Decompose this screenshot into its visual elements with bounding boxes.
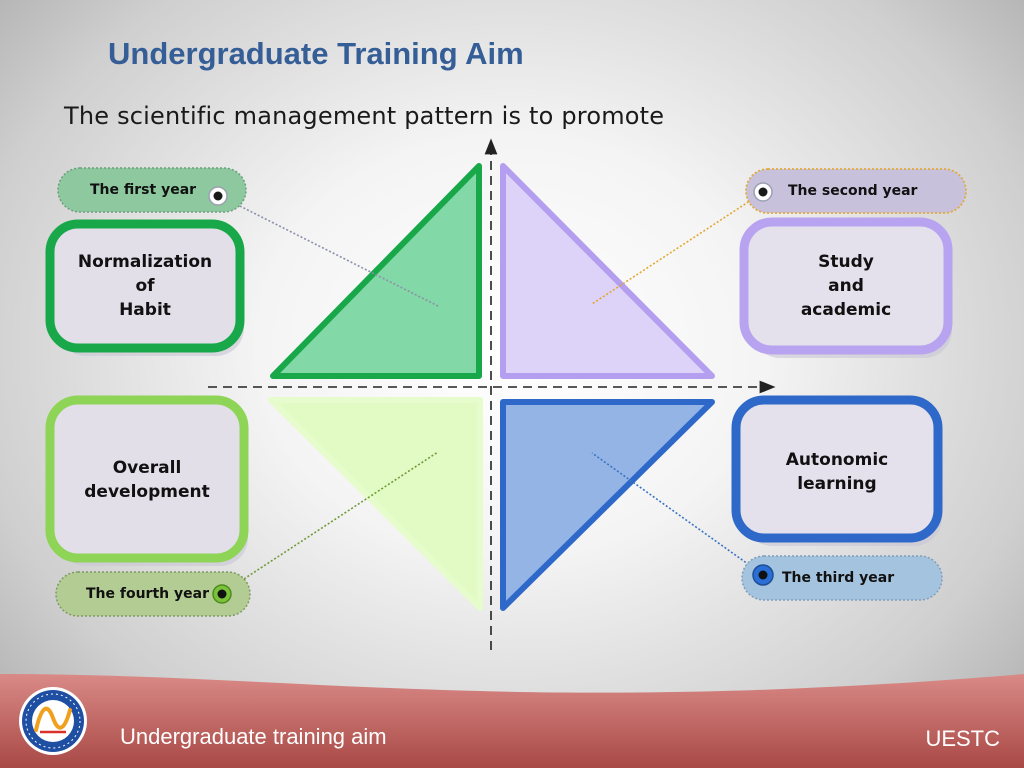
second-year-bullet-icon [753,182,773,202]
fourth-year-bullet-icon [212,584,232,604]
first-year-pill [57,167,247,213]
footer-caption: Undergraduate training aim [120,724,387,749]
third-year-label: The third year [782,570,895,586]
third-year-triangle [500,399,715,611]
footer-org: UESTC [925,726,1000,751]
third-year-bullet-icon [752,564,774,586]
page-title: Undergraduate Training Aim [108,36,524,71]
subtitle: The scientific management pattern is to … [64,102,665,130]
second-year-aim-box [739,217,953,358]
fourth-year-aim-box [45,395,249,566]
school-seal-icon [19,687,87,755]
footer-band [0,674,1024,768]
third-year-aim-text: Autonomic learning [785,450,889,494]
fourth-year-pill [55,571,251,617]
second-year-pill [745,168,967,214]
first-year-aim-text: Normalization of Habit [77,252,213,320]
second-year-label: The second year [788,183,918,199]
second-year-aim-text: Study and academic [800,252,892,320]
first-year-bullet-icon [208,186,228,206]
fourth-year-triangle [268,397,483,611]
fourth-year-aim-text: Overall development [84,458,210,502]
first-year-connector [221,196,439,307]
second-year-connector [591,192,763,305]
first-year-aim-box [45,219,245,356]
fourth-year-label: The fourth year [86,586,209,602]
first-year-label: The first year [90,182,197,198]
first-year-triangle [270,163,482,379]
third-year-aim-box [731,395,943,546]
third-year-connector [591,452,763,575]
third-year-pill [741,555,943,601]
second-year-triangle [500,163,715,379]
fourth-year-connector [223,451,439,593]
